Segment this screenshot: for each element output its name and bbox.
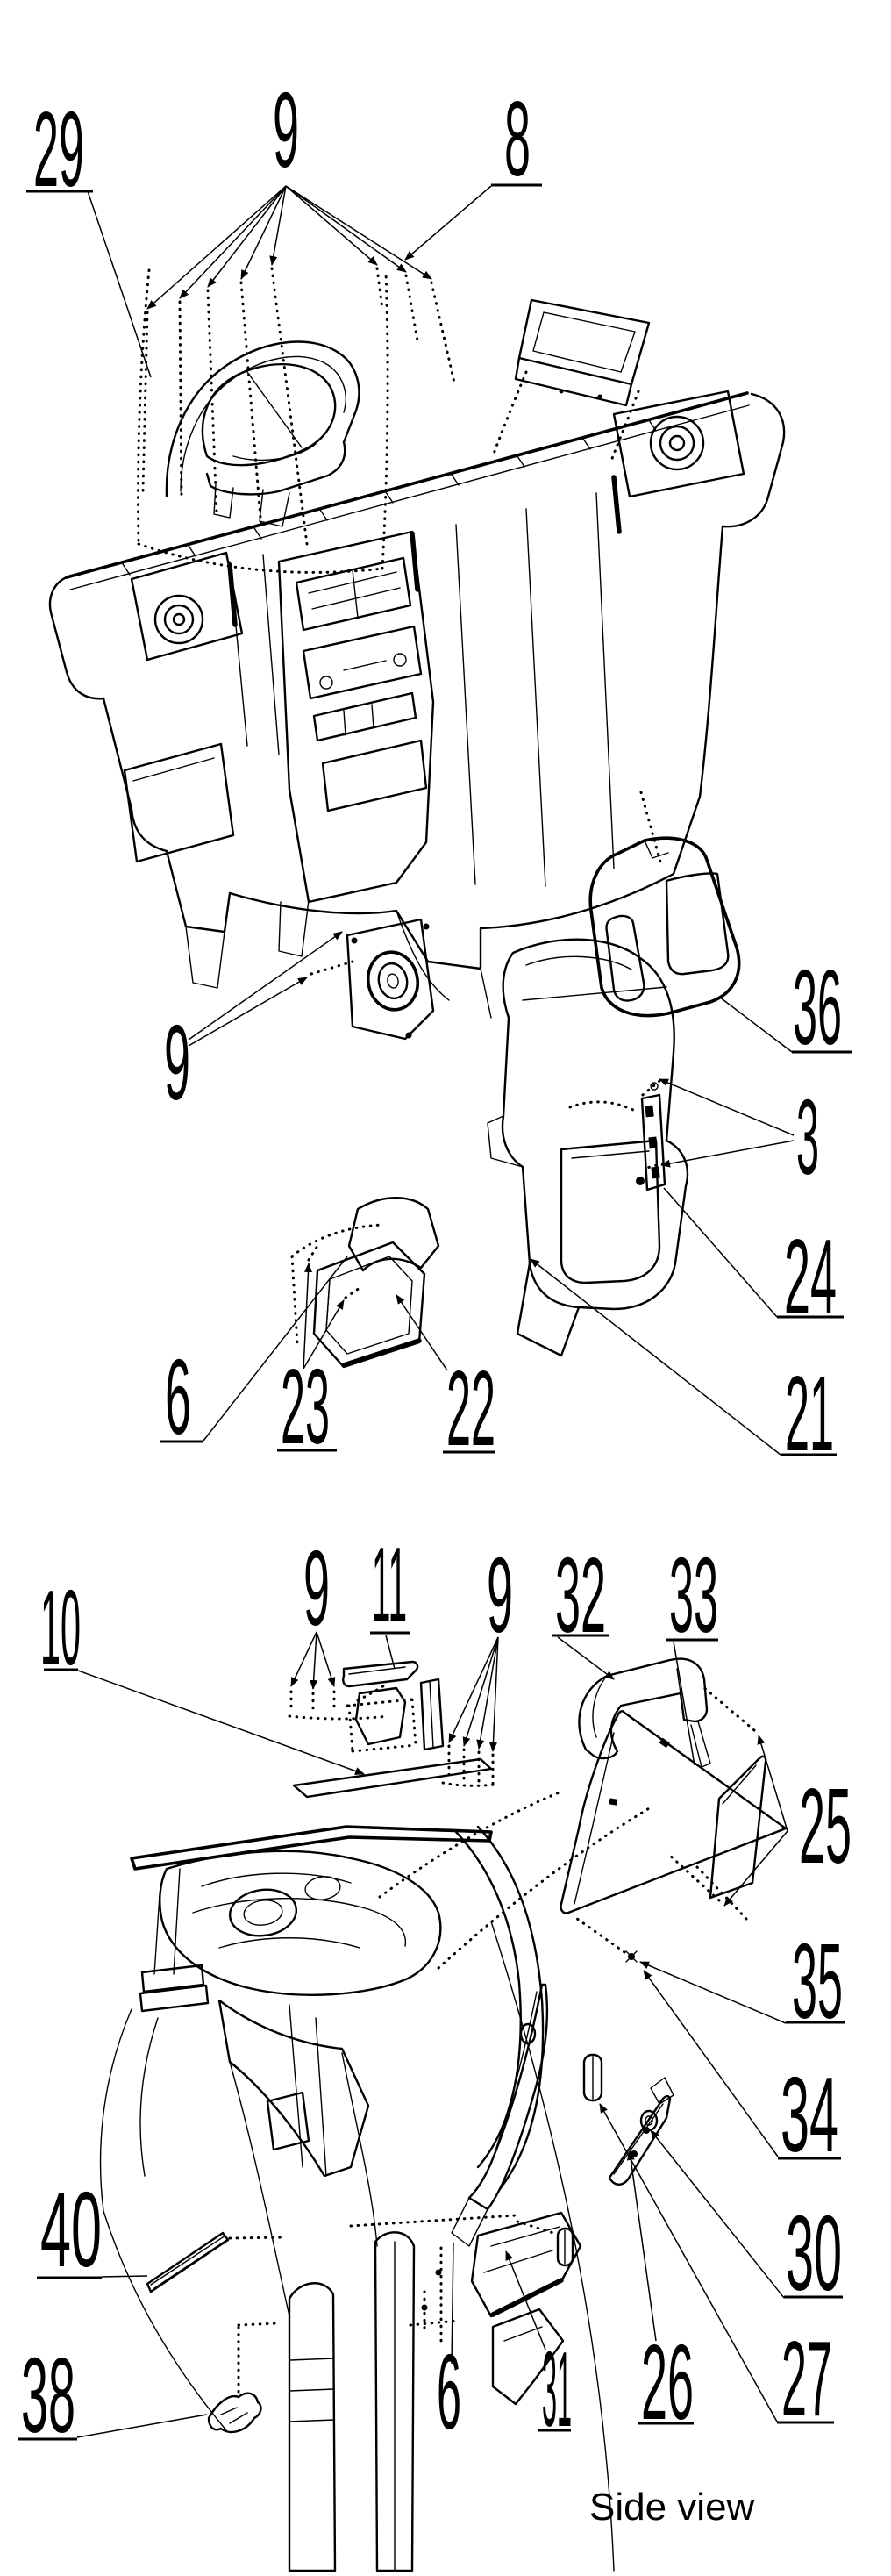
callout-38: 38	[21, 2336, 75, 2455]
callout-35: 35	[792, 1921, 843, 2041]
callout-23: 23	[281, 1347, 330, 1466]
part-side-panel-sliver-34	[695, 1755, 767, 1921]
part-bracket-32	[578, 1657, 711, 1768]
part-floor-console-21	[487, 938, 689, 1357]
callout-36: 36	[793, 948, 842, 1067]
callout-labels-figure2: 10 9 11 9 32 33 25 35 34 30 27 26 31 6 4…	[18, 1525, 852, 2455]
part-clip-38	[207, 2322, 278, 2434]
callout-3: 3	[796, 1077, 819, 1197]
callout-27: 27	[781, 2319, 832, 2438]
callout-22: 22	[446, 1349, 495, 1468]
callout-32: 32	[555, 1535, 606, 1655]
callout-9-left: 9	[164, 1003, 190, 1122]
part-pillar-trim	[451, 1983, 549, 2247]
part-kick-panel	[470, 2211, 582, 2406]
part-cap-11	[342, 1660, 445, 1753]
part-side-panel-33	[560, 1710, 788, 1914]
part-sill-bracket	[421, 1950, 674, 2311]
part-ignition-switch	[346, 918, 435, 1041]
part-dash-side-body	[99, 1790, 652, 2572]
callout-26: 26	[641, 2322, 694, 2442]
callout-33: 33	[669, 1535, 718, 1655]
callout-9-a: 9	[303, 1528, 330, 1648]
figure-side-view: 10 9 11 9 32 33 25 35 34 30 27 26 31 6 4…	[18, 1525, 852, 2572]
callout-21: 21	[785, 1354, 834, 1473]
callout-9-b: 9	[487, 1535, 513, 1655]
callout-24: 24	[784, 1217, 837, 1336]
part-bracket-3-24	[568, 1082, 666, 1191]
callout-31: 31	[542, 2329, 572, 2449]
callout-11: 11	[372, 1525, 407, 1644]
part-bracket-36	[588, 791, 741, 1018]
callout-6-side: 6	[437, 2332, 461, 2451]
callout-9-top: 9	[273, 70, 299, 190]
part-dashboard-body	[48, 390, 786, 1019]
callout-40: 40	[40, 2170, 102, 2289]
part-sill-strip-40	[146, 2231, 287, 2293]
part-top-cover-10	[292, 1757, 493, 1799]
callout-30: 30	[786, 2193, 842, 2313]
callout-34: 34	[781, 2055, 838, 2174]
part-cluster-hood	[137, 268, 389, 574]
figure-exploded-front-view: 29 9 8 9 36 3 24 21 22 23 6	[26, 70, 852, 1473]
callout-8: 8	[504, 79, 531, 198]
leader-lines-figure2	[76, 1631, 788, 2438]
callout-25: 25	[799, 1766, 852, 1885]
caption-side-view: Side view	[589, 2486, 755, 2529]
part-storage-pocket-23	[290, 1197, 440, 1369]
leader-lines-figure1	[87, 185, 795, 1456]
callout-10: 10	[40, 1568, 81, 1687]
callout-6: 6	[165, 1337, 191, 1456]
callout-labels-figure1: 29 9 8 9 36 3 24 21 22 23 6	[26, 70, 852, 1473]
callout-29: 29	[33, 89, 84, 209]
part-upper-tray-8	[491, 298, 651, 465]
